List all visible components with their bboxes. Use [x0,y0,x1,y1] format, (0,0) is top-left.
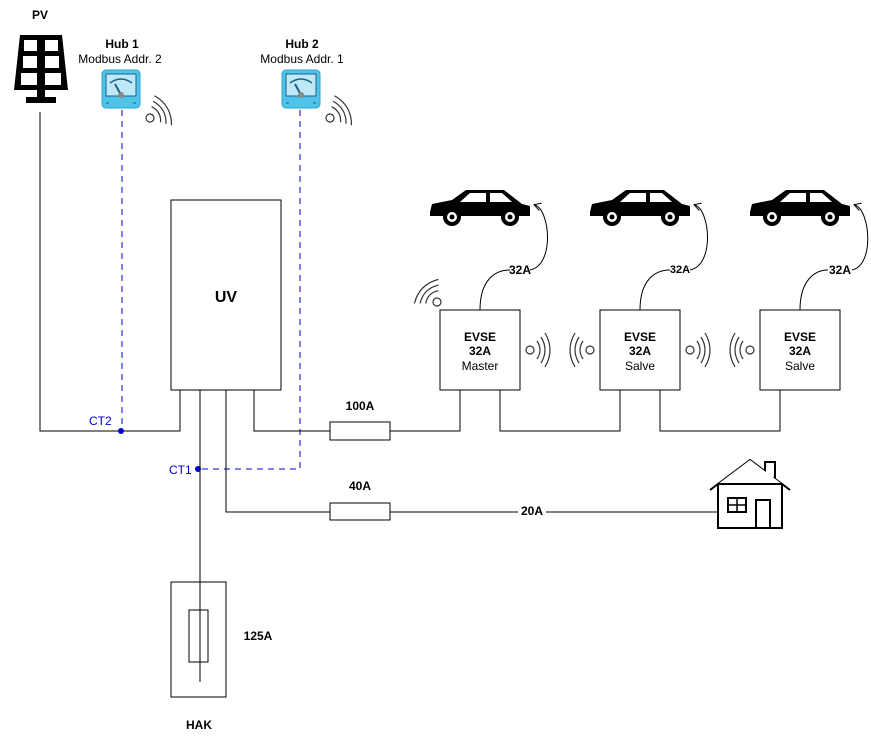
hub2-title: Hub 2 [285,37,319,51]
car-icon [590,190,690,226]
ct2-sensor [118,428,124,434]
evse-chain-line [499,390,781,432]
house-line [225,390,718,513]
hub2-subtitle: Modbus Addr. 1 [260,52,344,66]
wireless-icon [729,332,755,368]
cable-label: 32A [829,263,851,277]
hub1-subtitle: Modbus Addr. 2 [78,52,162,66]
evse-rating: 32A [789,344,811,358]
house-fuse-label: 40A [349,479,371,493]
cable-label: 32A [509,263,531,277]
energy-meter-icon [281,69,321,109]
evse-fuse-label: 100A [346,399,375,413]
evse-slave-2: EVSE 32A Salve [759,309,841,391]
house-icon [709,458,791,529]
evse-role: Salve [785,359,815,373]
evse-role: Master [462,359,499,373]
evse-rating: 32A [469,344,491,358]
wireless-icon [525,332,551,368]
pv-label: PV [32,8,48,22]
evse-master: EVSE 32A Master [439,309,521,391]
distribution-label: UV [215,289,238,306]
pv-line [39,112,181,432]
energy-meter-icon [101,69,141,109]
wireless-icon [685,332,711,368]
evse-slave-1: EVSE 32A Salve [599,309,681,391]
wireless-icon [317,92,357,136]
hak-fuse-label: 125A [244,629,273,643]
distribution-board [170,199,282,391]
evse-title: EVSE [624,330,656,344]
house-fuse [329,502,391,521]
hak-box [170,581,227,698]
solar-panel-icon [14,35,68,103]
ct2-label: CT2 [89,414,112,428]
charge-cable [639,205,708,311]
evse-title: EVSE [464,330,496,344]
hak-label: HAK [186,718,212,732]
wireless-icon [569,332,595,368]
evse-role: Salve [625,359,655,373]
evse-title: EVSE [784,330,816,344]
evse-feed-line [253,390,461,432]
house-line-label: 20A [521,504,543,518]
evse-rating: 32A [629,344,651,358]
evse-fuse [329,421,391,441]
hak-fuse [188,609,209,663]
charge-cable [479,205,548,311]
car-icon [750,190,850,226]
wireless-icon [137,92,177,136]
hub1-title: Hub 1 [105,37,139,51]
ct1-label: CT1 [169,463,192,477]
charge-cable [799,205,869,311]
cable-label: 32A [670,264,690,276]
car-icon [430,190,530,226]
